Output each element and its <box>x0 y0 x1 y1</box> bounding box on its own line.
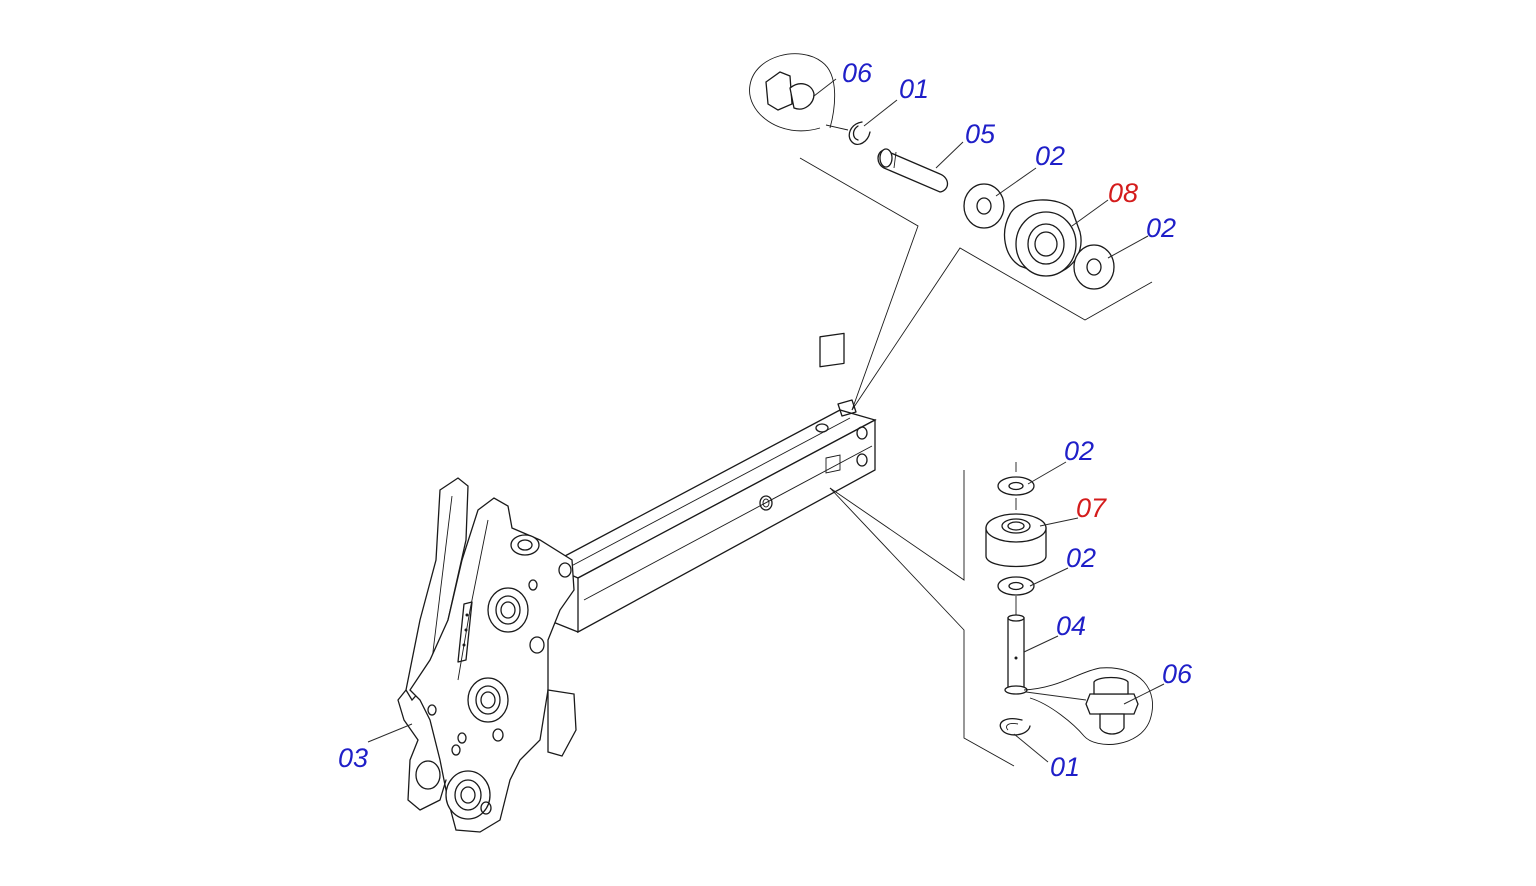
callout-lower-07: 07 <box>1076 493 1107 523</box>
callout-lower-06: 06 <box>1162 659 1193 689</box>
arm-tube <box>546 332 877 634</box>
callout-lower-01: 01 <box>1050 752 1080 782</box>
callout-upper-08: 08 <box>1108 178 1138 208</box>
callout-upper-02b: 02 <box>1146 213 1176 243</box>
callout-upper-01: 01 <box>899 74 929 104</box>
lower-roller-assembly <box>829 461 1165 767</box>
callout-lower-02b: 02 <box>1066 543 1096 573</box>
callout-upper-06: 06 <box>842 58 873 88</box>
upper-roller-assembly <box>749 53 1153 411</box>
callout-lower-02a: 02 <box>1064 436 1094 466</box>
callout-upper-02a: 02 <box>1035 141 1065 171</box>
callout-upper-05: 05 <box>965 119 996 149</box>
callout-frame-03: 03 <box>338 743 368 773</box>
callout-labels: 06 01 05 02 08 02 02 07 02 04 06 01 03 <box>338 58 1193 782</box>
frame-plate-assembly <box>397 477 577 833</box>
callout-lower-04: 04 <box>1056 611 1086 641</box>
